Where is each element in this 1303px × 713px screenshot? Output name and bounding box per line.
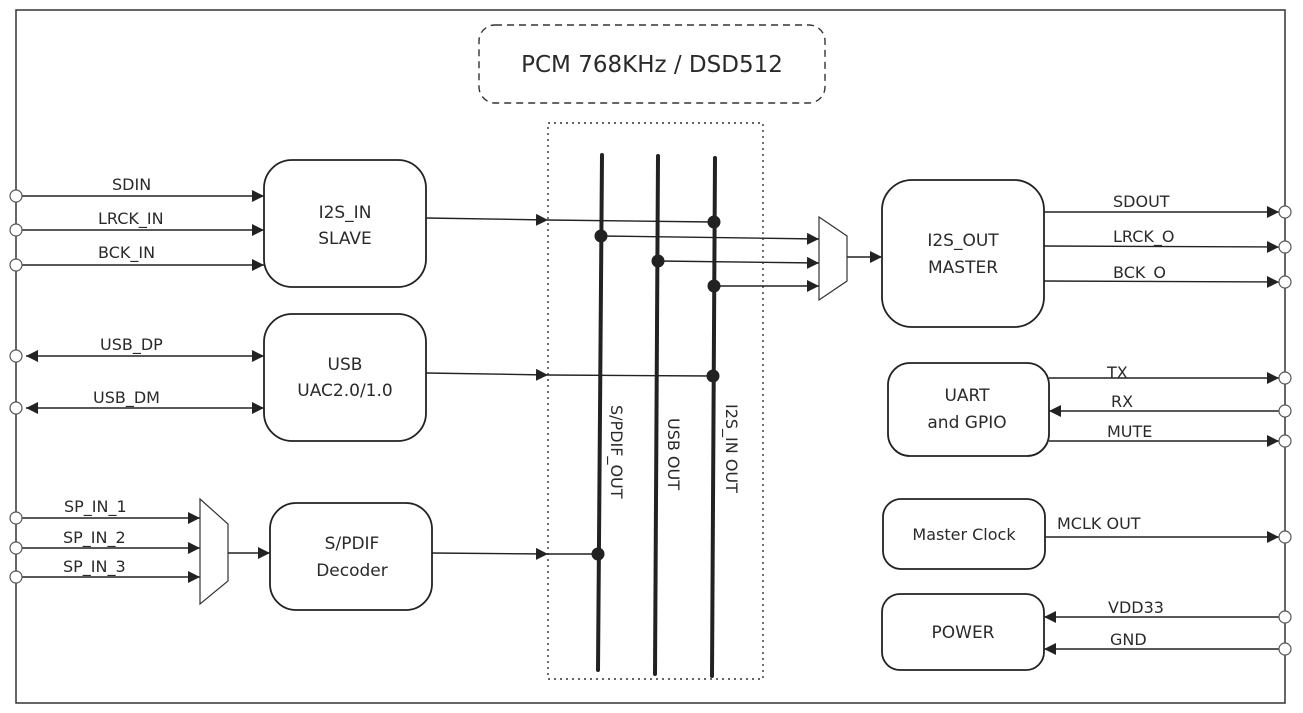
- wire-usb-to-mux: [657, 256, 820, 269]
- wire-i2s-in-to-bus: [425, 213, 549, 226]
- signal-label-usb-dm: USB_DM: [93, 388, 160, 408]
- signal-vdd33: VDD33: [1044, 598, 1292, 624]
- signal-label-bck-o: BCK_O: [1113, 263, 1166, 283]
- signal-label-sdout: SDOUT: [1113, 192, 1170, 211]
- junction-usb: [706, 369, 720, 383]
- block-mclk-line1: Master Clock: [912, 525, 1016, 544]
- wire-i2s-in-bus-tap: [547, 219, 715, 223]
- block-spdif-line1: S/PDIF: [325, 534, 380, 554]
- pin-sdin[interactable]: [9, 189, 23, 203]
- pin-usb-dm[interactable]: [9, 401, 23, 415]
- block-i2s-in-line1: I2S_IN: [319, 203, 372, 223]
- block-i2s-out: I2S_OUT MASTER: [881, 179, 1045, 328]
- signal-sp-in-2: SP_IN_2: [9, 528, 200, 555]
- signal-bck-o: BCK_O: [1043, 263, 1292, 289]
- bus-label-spdif-out: S/PDIF_OUT: [606, 405, 626, 499]
- wire-spdif-to-mux: [600, 232, 820, 245]
- signal-tx: TX: [1049, 363, 1292, 385]
- signal-mute: MUTE: [1049, 422, 1292, 448]
- signal-label-lrck-in: LRCK_IN: [98, 209, 164, 229]
- pin-sp-in-2[interactable]: [9, 541, 23, 555]
- wire-usb-bus-tap: [547, 374, 714, 377]
- signal-sdin: SDIN: [9, 175, 264, 203]
- signal-label-usb-dp: USB_DP: [100, 335, 163, 355]
- format-badge: PCM 768KHz / DSD512: [478, 24, 826, 104]
- pin-sp-in-1[interactable]: [9, 511, 23, 525]
- wire-spdif-to-bus: [431, 547, 549, 560]
- signal-lrck-o: LRCK_O: [1043, 227, 1292, 254]
- signal-usb-dp: USB_DP: [9, 335, 264, 363]
- signal-label-sp-in-1: SP_IN_1: [64, 497, 127, 517]
- signal-bck-in: BCK_IN: [9, 243, 264, 272]
- signal-lrck-in: LRCK_IN: [9, 209, 264, 237]
- block-i2s-out-line1: I2S_OUT: [927, 231, 999, 251]
- wire-usb-to-bus: [425, 368, 549, 381]
- signal-usb-dm: USB_DM: [9, 388, 264, 415]
- pin-usb-dp[interactable]: [9, 349, 23, 363]
- spdif-input-mux: [199, 497, 229, 606]
- junction-i2s-in: [707, 215, 721, 229]
- bus-label-i2s-in-out: I2S_IN OUT: [721, 404, 741, 493]
- bus-i2s-in-out: [710, 156, 717, 678]
- signal-label-lrck-o: LRCK_O: [1113, 227, 1175, 247]
- block-master-clock: Master Clock: [882, 498, 1046, 570]
- pin-mclk-out[interactable]: [1278, 530, 1292, 544]
- signal-mclk-out: MCLK OUT: [1045, 514, 1292, 544]
- pin-lrck-o[interactable]: [1278, 240, 1292, 254]
- signal-gnd: GND: [1044, 630, 1292, 656]
- pin-rx[interactable]: [1278, 404, 1292, 418]
- signal-label-sp-in-3: SP_IN_3: [63, 557, 126, 577]
- pin-sp-in-3[interactable]: [9, 570, 23, 584]
- signal-sp-in-3: SP_IN_3: [9, 557, 200, 584]
- signal-sdout: SDOUT: [1044, 192, 1292, 219]
- block-uart-gpio: UART and GPIO: [887, 362, 1050, 457]
- format-badge-label: PCM 768KHz / DSD512: [521, 52, 783, 78]
- bus-label-usb-out: USB OUT: [664, 418, 683, 490]
- signal-label-mclk-out: MCLK OUT: [1057, 514, 1141, 533]
- bus-usb-out: [653, 154, 660, 676]
- signal-sp-in-1: SP_IN_1: [9, 497, 200, 525]
- output-mux: [818, 215, 848, 302]
- pin-bck-o[interactable]: [1278, 275, 1292, 289]
- junction-spdif: [591, 547, 605, 561]
- pin-vdd33[interactable]: [1278, 610, 1292, 624]
- block-uart-line1: UART: [944, 386, 990, 406]
- bus-region: [547, 122, 764, 680]
- block-usb-line2: UAC2.0/1.0: [297, 381, 392, 401]
- signal-label-sp-in-2: SP_IN_2: [63, 528, 126, 548]
- signal-label-vdd33: VDD33: [1108, 598, 1164, 617]
- block-i2s-in: I2S_IN SLAVE: [263, 159, 427, 288]
- pin-bck-in[interactable]: [9, 258, 23, 272]
- signal-label-gnd: GND: [1110, 630, 1147, 649]
- pin-sdout[interactable]: [1278, 205, 1292, 219]
- signal-label-mute: MUTE: [1107, 422, 1152, 441]
- block-uart-line2: and GPIO: [927, 413, 1006, 433]
- pin-mute[interactable]: [1278, 434, 1292, 448]
- block-usb: USB UAC2.0/1.0: [263, 313, 427, 442]
- block-power: POWER: [881, 593, 1045, 671]
- signal-label-bck-in: BCK_IN: [98, 243, 155, 263]
- signal-label-rx: RX: [1111, 392, 1133, 411]
- signal-label-sdin: SDIN: [112, 175, 151, 194]
- block-power-line1: POWER: [932, 623, 995, 643]
- block-i2s-in-line2: SLAVE: [318, 229, 372, 249]
- pin-gnd[interactable]: [1278, 642, 1292, 656]
- signal-label-tx: TX: [1106, 363, 1128, 382]
- signal-rx: RX: [1049, 392, 1292, 418]
- block-spdif-line2: Decoder: [316, 561, 388, 581]
- block-spdif-decoder: S/PDIF Decoder: [269, 502, 433, 611]
- block-i2s-out-line2: MASTER: [928, 258, 998, 278]
- pin-tx[interactable]: [1278, 371, 1292, 385]
- block-usb-line1: USB: [328, 355, 363, 375]
- pin-lrck-in[interactable]: [9, 223, 23, 237]
